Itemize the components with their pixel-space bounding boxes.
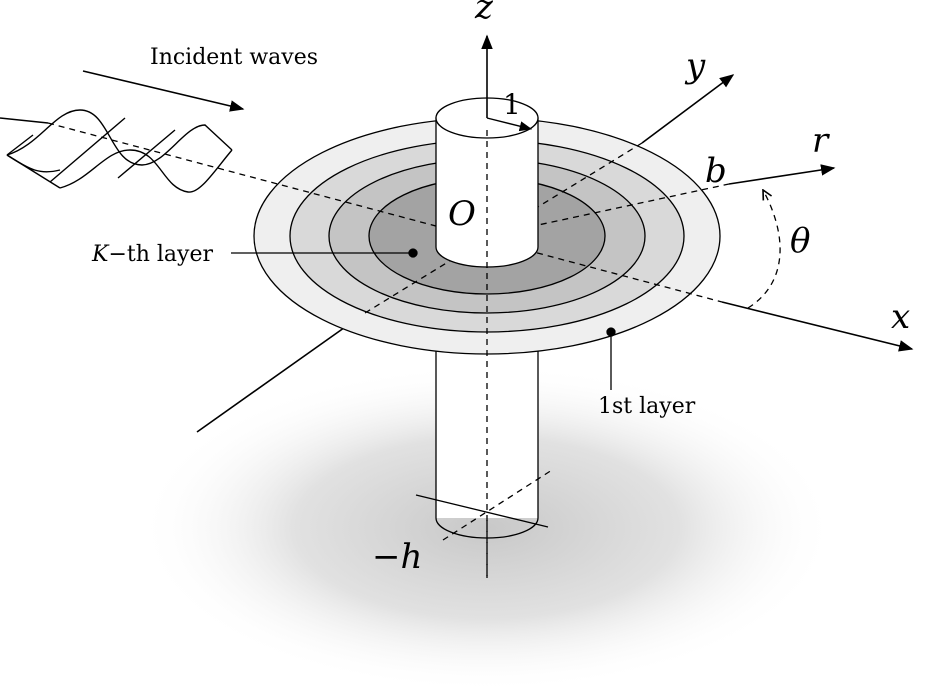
leaders [231, 248, 616, 390]
radius-one-label: 1 [503, 88, 521, 121]
upper-cylinder [435, 97, 539, 270]
origin-label: O [448, 194, 476, 234]
z-axis-label: z [474, 0, 494, 27]
incident-wave-surface [6, 109, 233, 193]
incident-waves-label: Incident waves [150, 45, 318, 70]
x-axis [721, 301, 914, 352]
first-layer-label: 1st layer [598, 394, 696, 419]
x-axis-label: x [891, 297, 910, 337]
r-axis-label: r [812, 121, 830, 161]
r-axis [728, 164, 836, 185]
depth-marker [415, 469, 553, 578]
kth-layer-label: K−th layer [91, 242, 213, 267]
dashed-axes [47, 122, 781, 578]
depth-label: −h [372, 537, 422, 577]
x-axis-back [0, 117, 49, 124]
y-axis-label: y [684, 46, 706, 86]
y-axis-lower [196, 312, 366, 433]
radius-b-label: b [705, 151, 727, 191]
y-axis-upper [641, 74, 735, 144]
theta-label: θ [790, 221, 810, 261]
radius-one-arrow [486, 117, 533, 132]
incident-wave-arrow [82, 70, 245, 112]
axes [0, 34, 914, 352]
